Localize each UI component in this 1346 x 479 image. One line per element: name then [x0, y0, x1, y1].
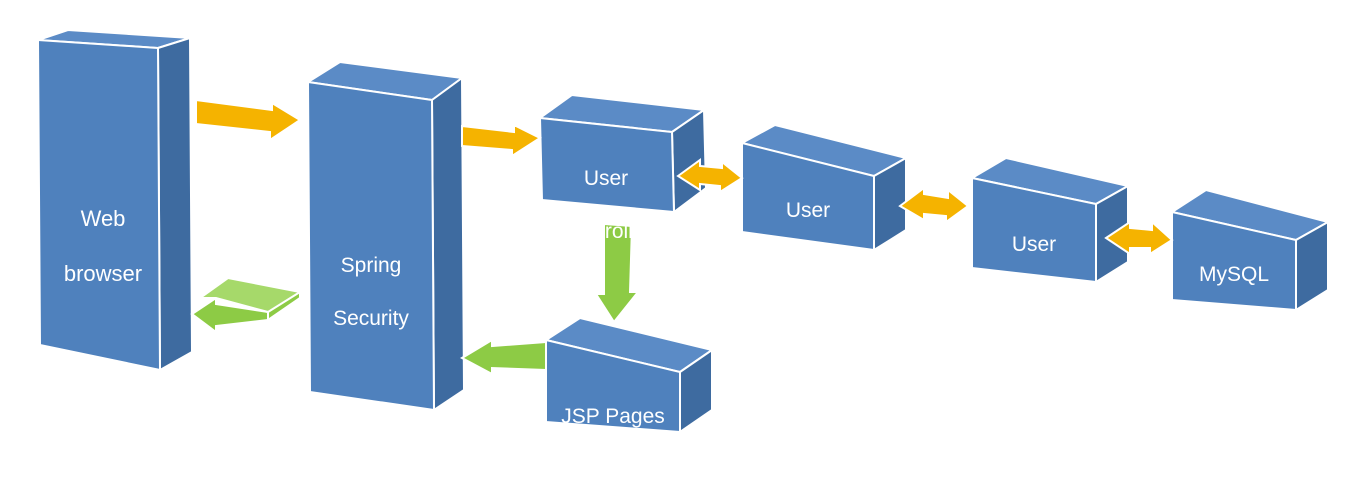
mysql-label: MySQL Data Base — [1172, 236, 1296, 367]
mysql-label-line1: MySQL — [1198, 263, 1269, 287]
mysql-block-front — [1171, 210, 1297, 312]
user-controller-label-line2: Controller — [560, 219, 652, 243]
user-service-block-front — [741, 141, 875, 252]
spring-security-block-side — [430, 76, 466, 412]
mysql-label-line2: Data Base — [1184, 315, 1284, 339]
user-service-label-line1: User — [785, 199, 831, 223]
user-controller-label-line1: User — [583, 167, 629, 191]
spring-security-label-line1: Spring — [340, 254, 402, 278]
web-browser-label: Web browser — [48, 177, 158, 315]
web-browser-label-line1: Web — [80, 205, 126, 231]
web-browser-block-side — [156, 36, 194, 372]
user-dao-label: User DAO — [972, 206, 1096, 337]
request-arrow-browser-to-security — [195, 98, 302, 142]
user-dao-label-line2: DAO — [1011, 285, 1057, 309]
user-service-label-line2: Service — [772, 251, 844, 275]
user-dao-block-front — [971, 176, 1097, 284]
double-arrow-controller-service — [676, 158, 744, 194]
response-arrow-security-to-browser — [190, 276, 303, 334]
user-service-label: User Service — [742, 172, 874, 303]
user-controller-block-front — [538, 116, 676, 214]
user-service-block — [739, 123, 909, 252]
response-arrow-controller-to-jsp — [594, 222, 641, 324]
jsp-pages-label-line1: JSP Pages — [561, 405, 665, 429]
request-arrow-security-to-controller — [461, 123, 543, 158]
web-browser-label-line2: browser — [63, 260, 143, 286]
jsp-pages-block — [543, 316, 715, 434]
spring-security-block — [305, 60, 466, 412]
web-browser-block — [36, 28, 194, 372]
jsp-pages-block-front — [545, 338, 681, 434]
double-arrow-dao-mysql — [1104, 219, 1174, 256]
spring-security-label-line2: Security — [333, 306, 409, 330]
user-dao-label-line1: User — [1011, 233, 1057, 257]
spring-security-label: Spring Security — [312, 227, 430, 358]
double-arrow-service-dao — [898, 186, 970, 224]
response-arrow-jsp-to-security — [459, 338, 547, 376]
spring-security-block-front — [306, 80, 436, 412]
jsp-pages-label: JSP Pages — [546, 378, 680, 457]
user-controller-label: User Controller — [540, 140, 672, 271]
web-browser-block-front — [36, 38, 162, 372]
user-dao-block — [969, 156, 1131, 284]
mysql-block — [1169, 188, 1331, 312]
